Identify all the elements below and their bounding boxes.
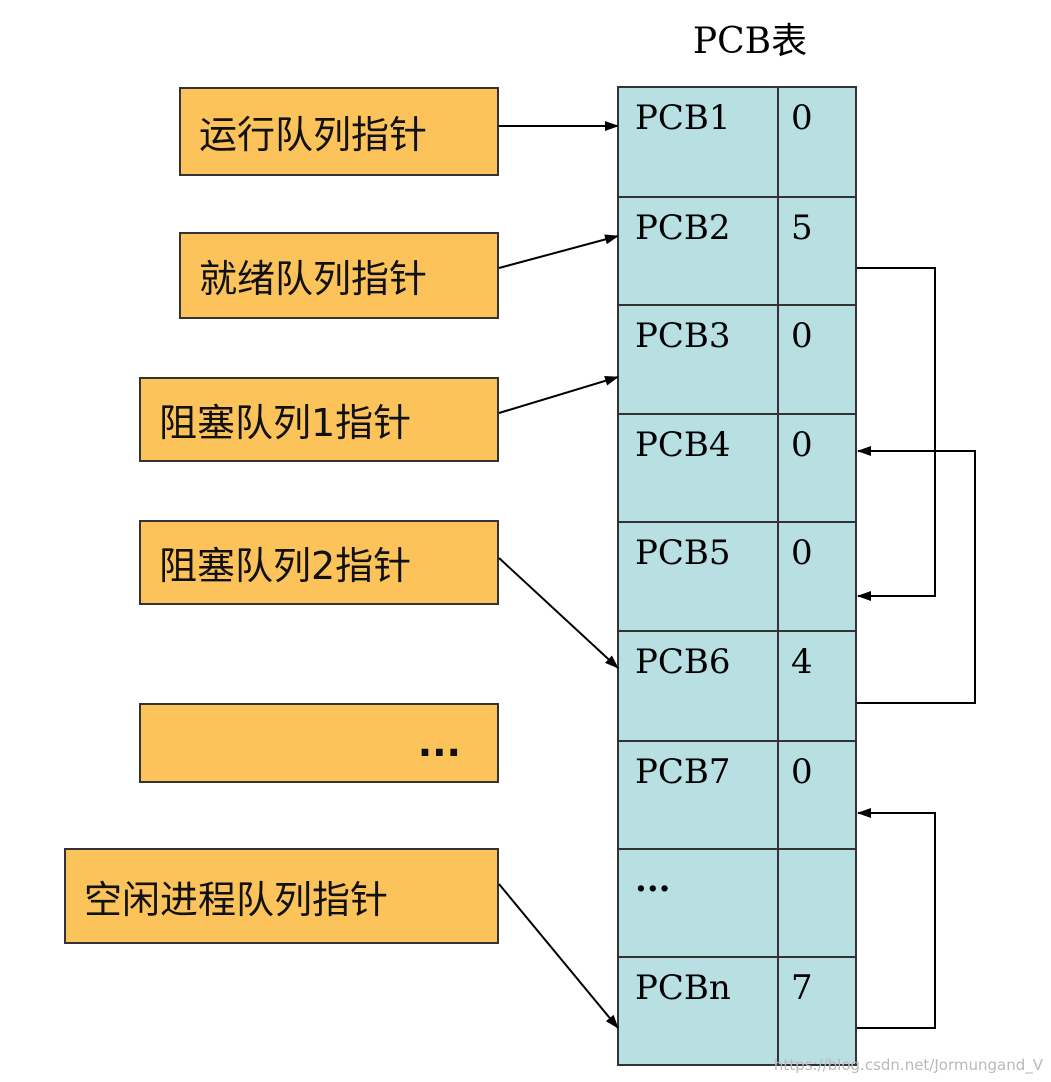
pcb-name-cell: PCB3 bbox=[617, 304, 779, 415]
pcb-value-cell: 0 bbox=[777, 304, 857, 415]
pcb-value-cell: 5 bbox=[777, 196, 857, 306]
link-pcbn-to-pcb7 bbox=[857, 808, 936, 1029]
pcb-name-cell: ... bbox=[617, 848, 779, 958]
more-pointers-ellipsis: ... bbox=[139, 703, 499, 783]
pcb-value-cell: 0 bbox=[777, 86, 857, 198]
pcb-name-cell: PCBn bbox=[617, 956, 779, 1066]
pcb-name-cell: PCB7 bbox=[617, 740, 779, 850]
pcb-value-cell: 4 bbox=[777, 630, 857, 742]
link-pcb2-to-pcb5 bbox=[857, 267, 936, 601]
blocked-queue-2-arrow bbox=[498, 557, 619, 669]
blocked-queue-1-arrow bbox=[498, 375, 619, 414]
link-pcb6-to-pcb4 bbox=[857, 446, 976, 704]
blocked-queue-2-pointer: 阻塞队列2指针 bbox=[139, 520, 499, 605]
ready-queue-arrow bbox=[498, 234, 619, 269]
idle-queue-arrow bbox=[498, 883, 619, 1029]
pcb-value-cell bbox=[777, 848, 857, 958]
running-queue-pointer: 运行队列指针 bbox=[179, 87, 499, 176]
pcb-name-cell: PCB4 bbox=[617, 413, 779, 523]
pcb-table-title: PCB表 bbox=[692, 21, 808, 62]
pcb-value-cell: 7 bbox=[777, 956, 857, 1066]
pcb-value-cell: 0 bbox=[777, 521, 857, 632]
ready-queue-pointer: 就绪队列指针 bbox=[179, 232, 499, 319]
idle-process-queue-pointer: 空闲进程队列指针 bbox=[64, 848, 499, 944]
pcb-name-cell: PCB6 bbox=[617, 630, 779, 742]
pcb-value-cell: 0 bbox=[777, 740, 857, 850]
pcb-name-cell: PCB5 bbox=[617, 521, 779, 632]
blocked-queue-1-pointer: 阻塞队列1指针 bbox=[139, 377, 499, 462]
watermark: https://blog.csdn.net/Jormungand_V bbox=[773, 1056, 1043, 1074]
